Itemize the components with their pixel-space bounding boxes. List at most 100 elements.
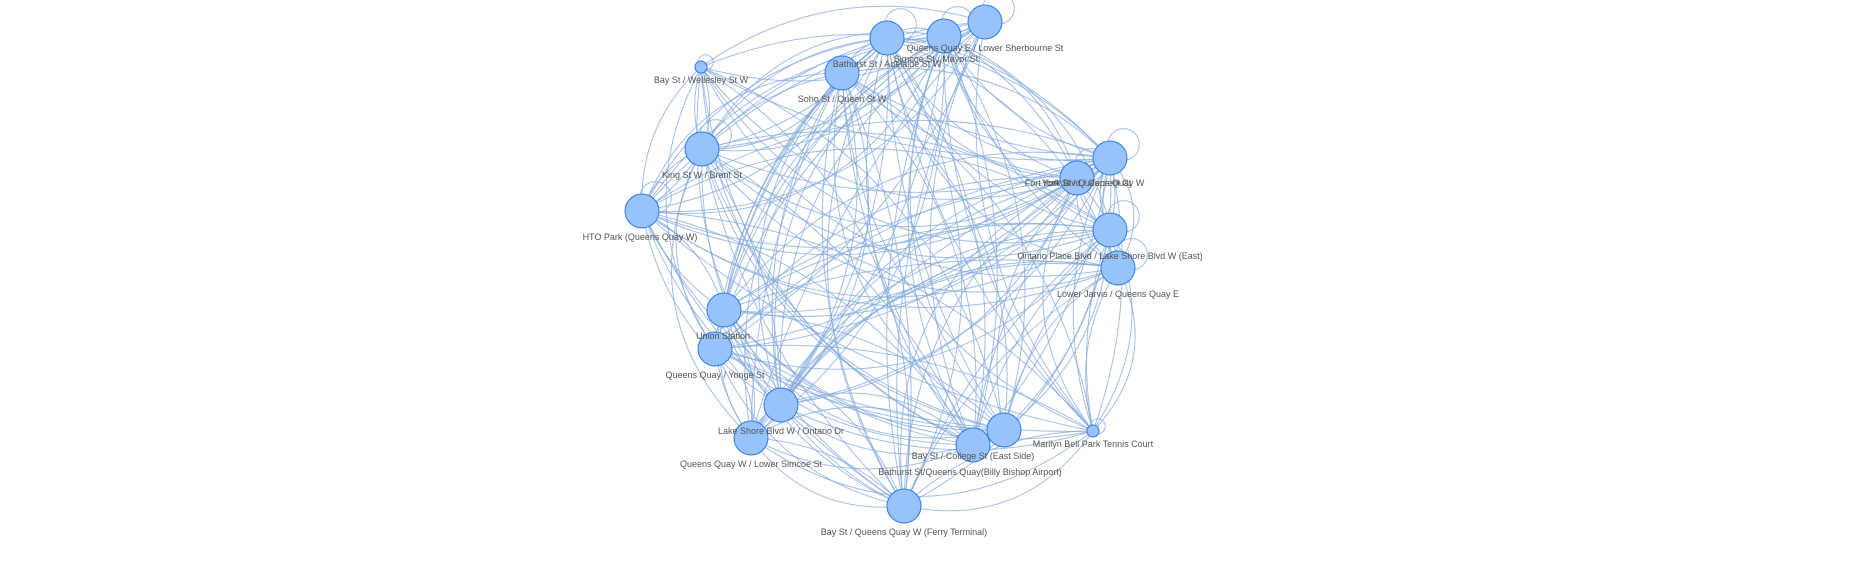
node-label: Bay St / College St (East Side) [912,451,1035,461]
edge [700,66,1111,161]
edge [714,223,1111,350]
edge [903,157,1111,507]
graph-node-n17[interactable] [1086,424,1100,438]
node-label: Queens Quay / Yonge St [665,370,765,380]
graph-node-n15[interactable] [733,420,769,456]
edge [641,148,1111,231]
edge [975,21,1094,432]
edge [641,72,843,212]
edge [641,210,1094,432]
edge [714,229,1111,370]
edge [701,148,1005,431]
edge [780,157,1111,406]
graph-node-n12[interactable] [706,292,742,328]
edge [641,210,974,446]
edge [841,67,1111,159]
edge [700,66,910,507]
edge [714,348,905,507]
edge [903,267,1119,507]
edge [1003,267,1119,431]
graph-node-n03[interactable] [824,55,860,91]
edge [833,72,1005,431]
edge [903,229,1111,507]
node-label: Ontario Place Blvd / Lake Shore Blvd W (… [1017,251,1203,261]
edge [750,35,945,439]
node-label: Bay St / Wellesley St W [654,75,749,85]
edge [903,229,1111,507]
node-label: Lake Shore Blvd W / Ontario Dr [718,426,844,436]
edge [972,229,1111,446]
edge [943,35,1094,432]
node-label: Bathurst St/Queens Quay(Billy Bishop Air… [878,467,1062,477]
graph-node-n11[interactable] [1100,250,1136,286]
graph-node-n13[interactable] [697,331,733,367]
edge [701,148,974,446]
edge [723,157,1111,317]
edge [641,21,986,213]
edge [886,37,986,446]
edge [841,72,912,507]
graph-node-n10[interactable] [1092,212,1128,248]
node-label: Bathurst St / Adelaide St W [833,59,942,69]
edge [723,177,1078,311]
edge [943,35,1026,431]
graph-node-n01[interactable] [869,20,905,56]
node-label: Queens Quay W / Lower Simcoe St [680,459,823,469]
edge [665,66,716,350]
graph-node-n06[interactable] [684,131,720,167]
edge [1003,229,1111,431]
nodes-layer [624,4,1136,524]
edge [896,21,986,507]
edge [700,66,1078,200]
edge [750,157,1111,439]
edge [701,148,782,406]
edge [1085,267,1119,432]
graph-node-n07[interactable] [624,193,660,229]
edge [1003,157,1112,431]
graph-node-n08[interactable] [1059,160,1095,196]
edge [1042,177,1094,432]
graph-node-n09[interactable] [1092,140,1128,176]
edge [943,35,1119,269]
edge [714,157,1111,350]
node-label: Bay St / Queens Quay W (Ferry Terminal) [821,527,987,537]
edge [750,437,974,470]
edge [780,261,1119,406]
edge [641,35,945,214]
edge [943,35,1078,179]
edge [780,157,1111,406]
graph-node-n05[interactable] [926,18,962,54]
edge [723,309,1005,439]
edge [779,21,986,406]
edge [641,119,1111,212]
edge [780,177,1078,406]
graph-node-n19[interactable] [886,488,922,524]
edge [714,348,1094,432]
edge [943,35,998,446]
edge [780,404,905,507]
edge [903,430,1094,512]
graph-node-n14[interactable] [763,387,799,423]
node-label: Union Station [696,331,750,341]
edge [701,148,974,446]
edge [701,148,1111,193]
edge [714,176,1078,350]
node-label: Fort York Blvd / Capreol Ct [1025,178,1132,188]
graph-node-n02[interactable] [967,4,1003,40]
edge [700,34,1111,159]
graph-node-n18[interactable] [986,412,1022,448]
edge [1072,157,1111,432]
node-label: Marilyn Bell Park Tennis Court [1033,439,1154,449]
edge [841,72,974,446]
edge [714,344,1094,432]
edge [780,404,1094,451]
edge [723,309,1094,440]
edge [750,406,974,446]
edge [641,210,905,507]
graph-node-n04[interactable] [694,60,708,74]
edge [841,72,1094,432]
node-label: King St W / Brant St [662,170,743,180]
graph-node-n16[interactable] [955,427,991,463]
edge [886,37,1078,179]
